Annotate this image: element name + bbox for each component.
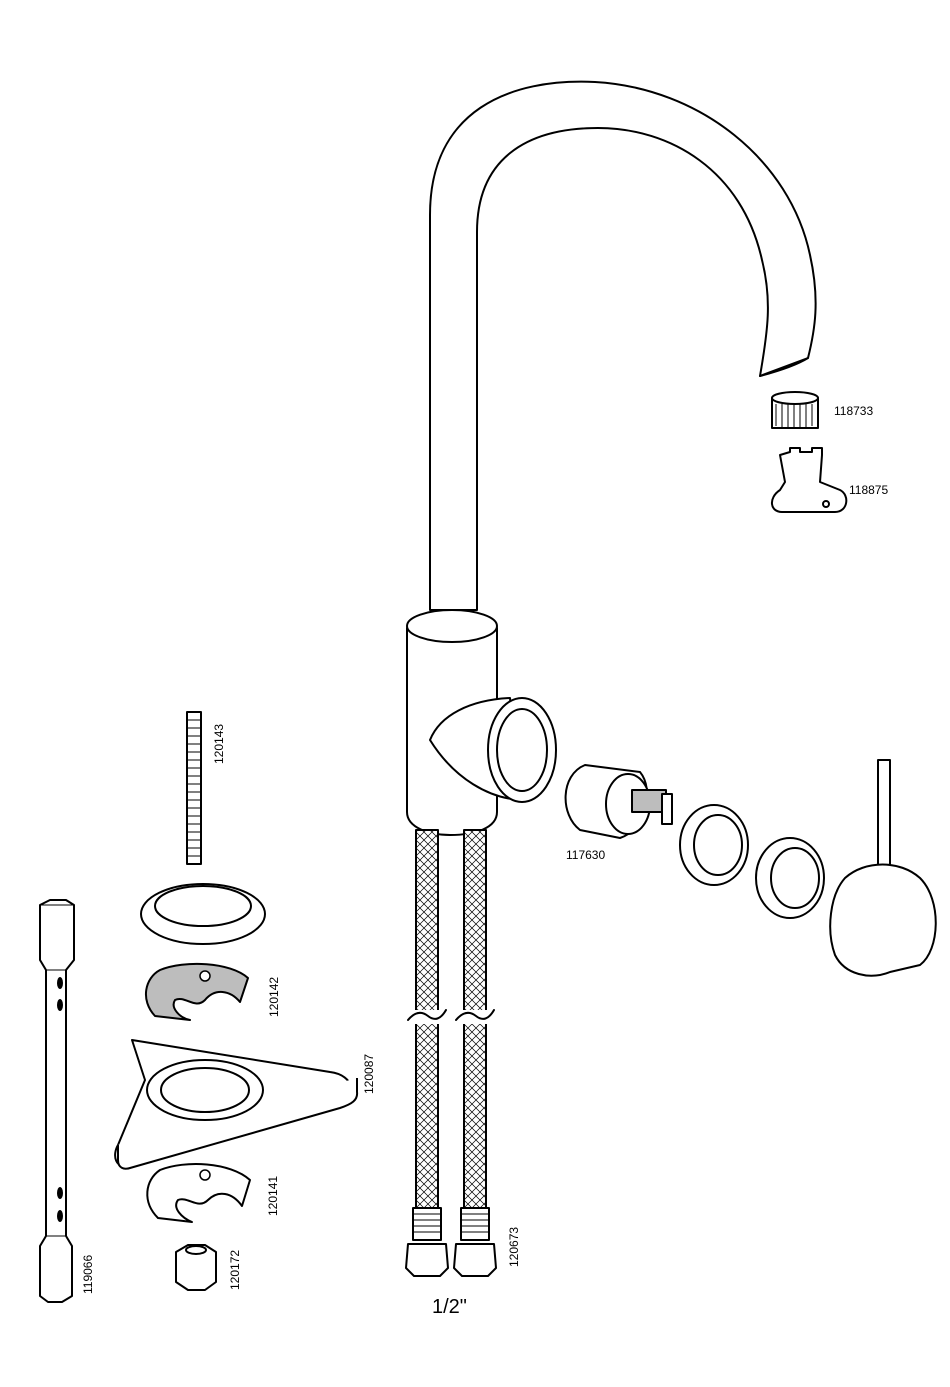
handle-drawing xyxy=(830,760,936,976)
threaded-rod-drawing xyxy=(187,712,201,864)
part-number-aerator-key: 118875 xyxy=(849,483,888,497)
part-number-aerator: 118733 xyxy=(834,404,873,418)
faucet-body xyxy=(407,610,556,835)
mounting-ring-drawing xyxy=(141,884,265,944)
part-number-tube-wrench: 119066 xyxy=(81,1255,95,1294)
part-number-cartridge: 117630 xyxy=(566,848,605,862)
cartridge-drawing xyxy=(566,765,672,838)
part-number-triangle-plate: 120087 xyxy=(362,1054,376,1094)
triangle-plate-drawing xyxy=(115,1040,357,1169)
part-number-horseshoe-washer-top: 120142 xyxy=(267,977,281,1017)
part-number-horseshoe-washer-bottom: 120141 xyxy=(266,1176,280,1216)
part-number-nut: 120172 xyxy=(228,1250,242,1290)
aerator-key-drawing xyxy=(772,448,846,512)
cover-ring-drawing xyxy=(756,838,824,918)
horseshoe-washer-bottom-drawing xyxy=(147,1164,250,1222)
supply-hoses-drawing xyxy=(406,830,496,1276)
connection-size-label: 1/2" xyxy=(432,1296,467,1319)
aerator-drawing xyxy=(772,392,818,428)
horseshoe-washer-top-drawing xyxy=(146,964,248,1020)
cartridge-nut-drawing xyxy=(680,805,748,885)
part-number-threaded-rod: 120143 xyxy=(212,724,226,764)
part-number-supply-hoses: 120673 xyxy=(507,1227,521,1267)
spout xyxy=(430,82,816,610)
nut-drawing xyxy=(176,1245,216,1290)
tube-wrench-drawing xyxy=(40,900,74,1302)
